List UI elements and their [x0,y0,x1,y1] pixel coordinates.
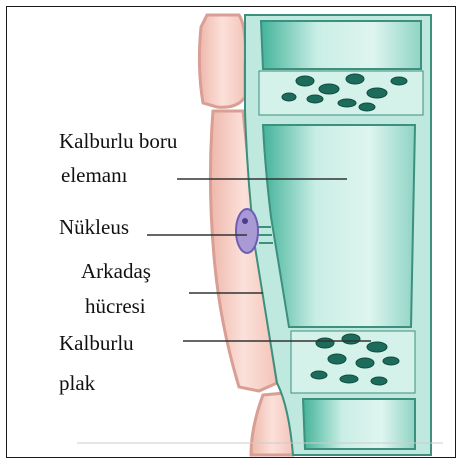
label-companion-line1: Arkadaş [81,261,151,282]
nucleus [236,209,258,253]
label-sieve-plate-line2: plak [59,373,95,394]
tube-lumen-upper [261,21,421,69]
label-nucleus: Nükleus [59,217,129,238]
sieve-plate-upper [259,71,423,115]
label-companion-line2: hücresi [85,296,146,317]
label-sieve-plate-line1: Kalburlu [59,333,134,354]
label-sieve-tube-line1: Kalburlu boru [59,131,177,152]
companion-cell-top [199,15,245,107]
tube-lumen-lower [303,399,415,449]
diagram-frame: Kalburlu boru elemanı Nükleus Arkadaş hü… [6,6,456,458]
tube-lumen-main [263,125,415,327]
label-sieve-tube-line2: elemanı [61,165,127,186]
